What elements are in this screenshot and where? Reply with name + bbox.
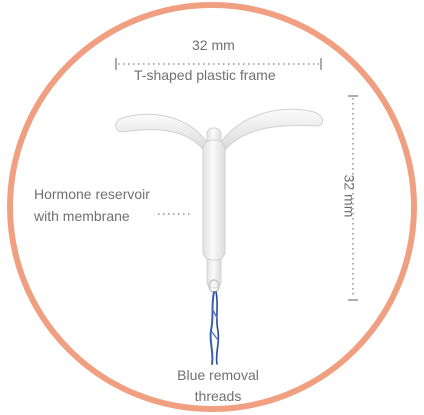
hormone-reservoir — [203, 140, 225, 260]
threads-label-line1: Blue removal — [163, 365, 273, 386]
threads-label-line2: threads — [163, 386, 273, 407]
threads-label: Blue removal threads — [163, 365, 273, 407]
frame-label: T-shaped plastic frame — [134, 66, 276, 85]
reservoir-label: Hormone reservoir with membrane — [34, 183, 150, 227]
reservoir-label-line2: with membrane — [34, 205, 150, 227]
top-dimension-label: 32 mm — [192, 36, 235, 55]
side-dimension-label: 32 mm — [340, 166, 359, 226]
reservoir-label-line1: Hormone reservoir — [34, 183, 150, 205]
